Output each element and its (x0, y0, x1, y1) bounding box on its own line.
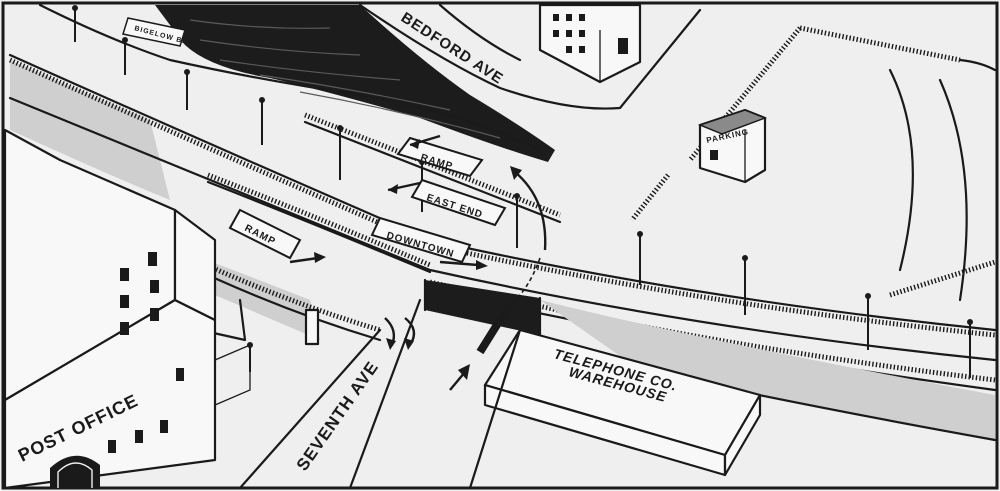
parking-lot (630, 25, 997, 302)
seventh-street-edge (348, 298, 422, 490)
hillside-texture (189, 19, 501, 139)
bedford-street-edge-2 (438, 3, 522, 62)
bedford-building (538, 3, 642, 84)
traffic-arrows (384, 166, 547, 391)
dark-hillside (155, 5, 555, 162)
bedford-street-edge (358, 3, 702, 110)
seventh-street-edge-2 (238, 328, 382, 490)
sign-ramp-upper: RAMP (396, 134, 484, 178)
post-office-building (3, 128, 251, 490)
tunnel-opening (423, 278, 542, 337)
telephone-warehouse (483, 328, 762, 477)
sign-east-end: EAST END (387, 178, 507, 227)
bigelow-road-edge (38, 3, 542, 152)
seventh-street-edge-3 (468, 328, 522, 490)
parking-booth: PARKING (697, 108, 768, 184)
seventh-label: SEVENTH AVE (293, 358, 383, 475)
sign-downtown: DOWNTOWN (370, 216, 488, 270)
